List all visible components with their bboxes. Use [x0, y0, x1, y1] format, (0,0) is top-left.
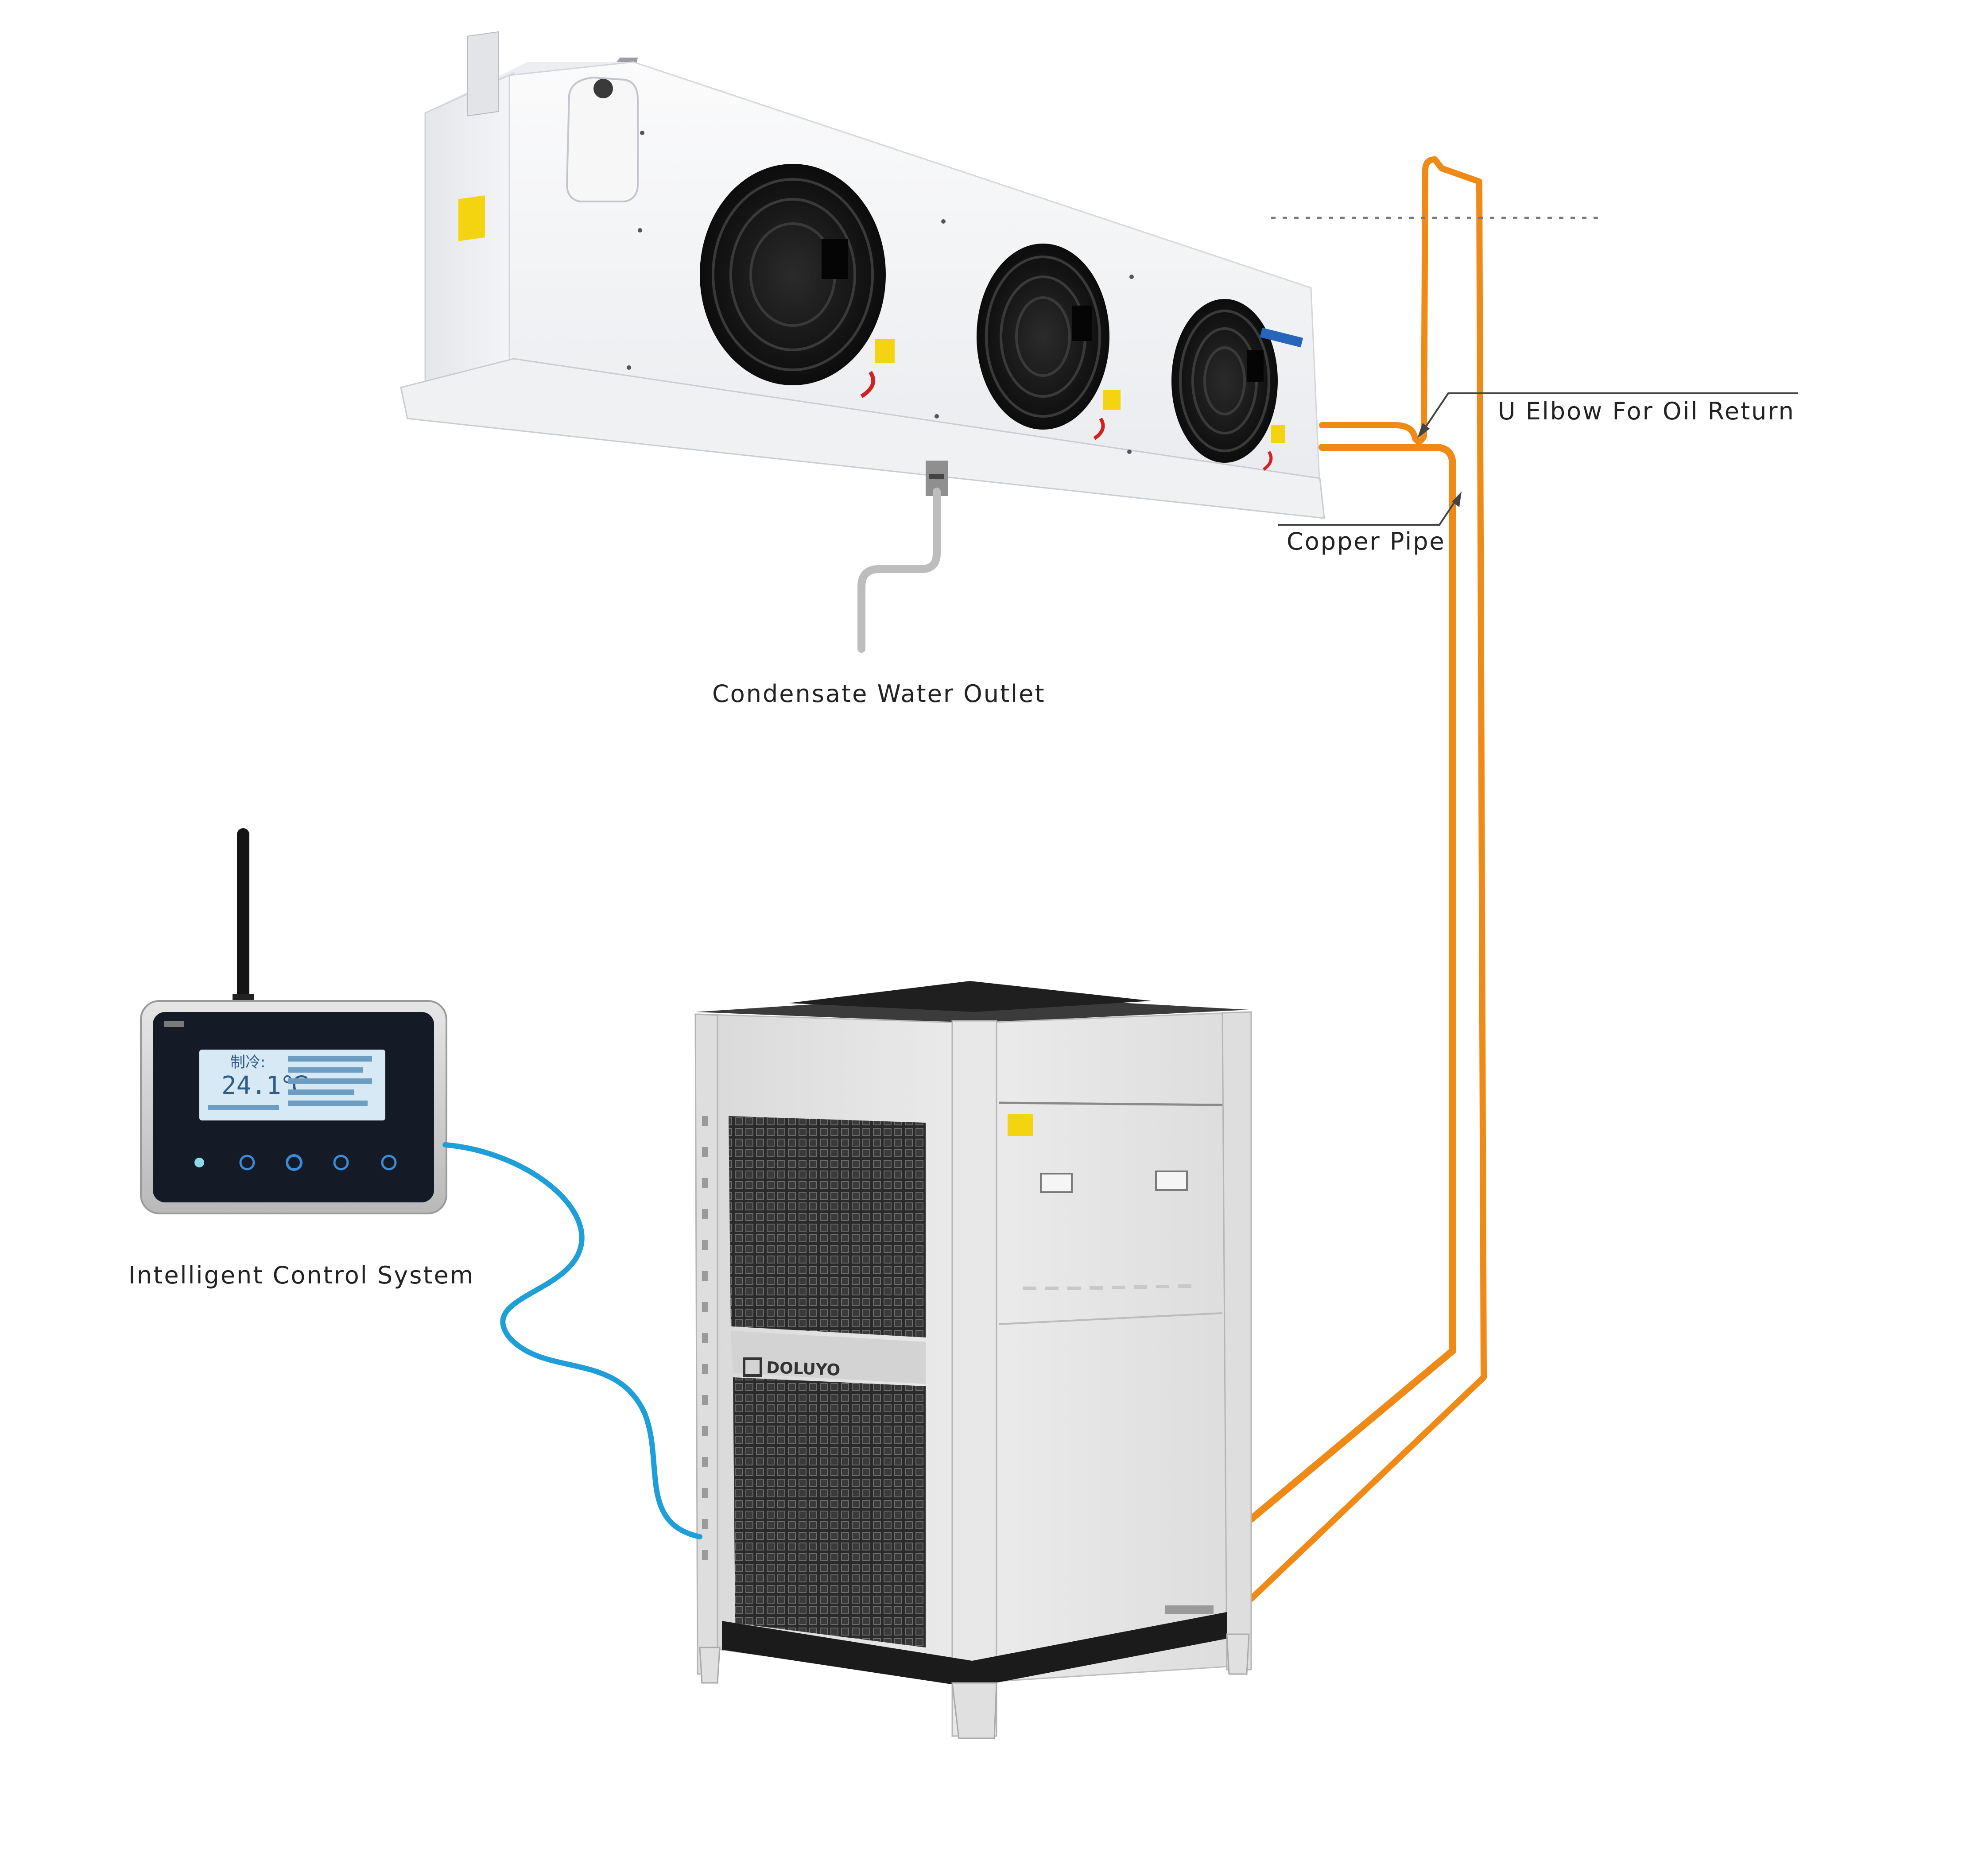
fan-warning-sticker	[1271, 425, 1285, 443]
label-intelligent-control-system: Intelligent Control System	[128, 1261, 475, 1289]
fan-2	[977, 244, 1109, 430]
condensate-drain	[857, 461, 948, 653]
leader-arrow	[1417, 423, 1430, 438]
leader-line-copper-pipe	[1278, 497, 1458, 526]
label-copper-pipe: Copper Pipe	[1287, 527, 1446, 555]
fan-warning-sticker	[1103, 390, 1121, 410]
lcd-segments	[208, 1056, 372, 1110]
junction-box-gland	[593, 79, 613, 98]
warning-sticker	[458, 195, 485, 241]
label-condensate-water-outlet: Condensate Water Outlet	[712, 680, 1046, 708]
condenser-grille-lower	[733, 1377, 926, 1647]
label-u-elbow-for-oil-return: U Elbow For Oil Return	[1498, 397, 1795, 425]
down-arrow-icon[interactable]	[333, 1155, 349, 1171]
panel-vents	[1023, 1284, 1191, 1290]
controller-antenna	[237, 828, 249, 1003]
warning-sticker	[1008, 1114, 1033, 1136]
evaporator-body	[508, 61, 1321, 492]
unit-corner-post	[951, 1020, 997, 1737]
nameplate	[467, 31, 499, 116]
intelligent-controller: 制冷: 24.1℃	[140, 828, 447, 1214]
fan-warning-sticker	[875, 339, 895, 363]
unit-corner-post	[694, 1013, 718, 1675]
evaporator-unit	[400, 31, 1325, 519]
copper-piping	[1248, 156, 1487, 1602]
fan-mode-icon[interactable]	[381, 1155, 397, 1171]
unit-foot	[951, 1682, 997, 1739]
rivets	[627, 131, 1134, 454]
power-icon[interactable]	[194, 1158, 204, 1167]
condensing-unit: DOLUYO	[694, 981, 1252, 1739]
control-cable	[442, 1142, 702, 1539]
fan-3	[1171, 299, 1278, 463]
evaporator-drip-tray	[400, 358, 1325, 519]
perforations	[702, 1116, 708, 1560]
leader-arrow	[1452, 492, 1462, 507]
panel-handle	[1040, 1173, 1073, 1193]
panel-seam	[998, 1312, 1223, 1325]
panel-seam	[998, 1101, 1223, 1106]
controller-brand-mark	[164, 1021, 184, 1027]
unit-base	[722, 1621, 972, 1687]
junction-box	[566, 76, 639, 202]
unit-corner-post	[1222, 1011, 1252, 1671]
evaporator-logo	[1260, 328, 1303, 348]
copper-pipe-suction	[1248, 156, 1487, 1602]
leader-line-u-elbow	[1423, 392, 1798, 430]
drain-pipe	[857, 488, 941, 653]
brand-logo: DOLUYO	[766, 1359, 841, 1380]
rotation-arrow-icon	[1093, 417, 1105, 440]
unit-foot	[1226, 1633, 1250, 1675]
rotation-arrow-icon	[860, 371, 876, 398]
condenser-grille-upper	[729, 1116, 926, 1337]
brand-logo-mark	[743, 1357, 762, 1377]
unit-foot	[699, 1647, 721, 1684]
copper-pipe-liquid	[1248, 444, 1456, 1523]
lcd-mode-text: 制冷:	[230, 1054, 265, 1071]
up-arrow-icon[interactable]	[239, 1155, 255, 1171]
panel-handle	[1155, 1171, 1188, 1191]
rotation-arrow-icon	[1262, 451, 1273, 471]
unit-top-vent	[788, 981, 1152, 1012]
unit-base	[972, 1612, 1227, 1687]
unit-right-face	[971, 1011, 1252, 1684]
lcd-temperature: 24.1℃	[221, 1071, 309, 1100]
brand-strip	[731, 1331, 926, 1384]
fan-1	[700, 164, 886, 385]
set-button-icon[interactable]	[286, 1154, 302, 1171]
model-plate	[1165, 1605, 1214, 1614]
